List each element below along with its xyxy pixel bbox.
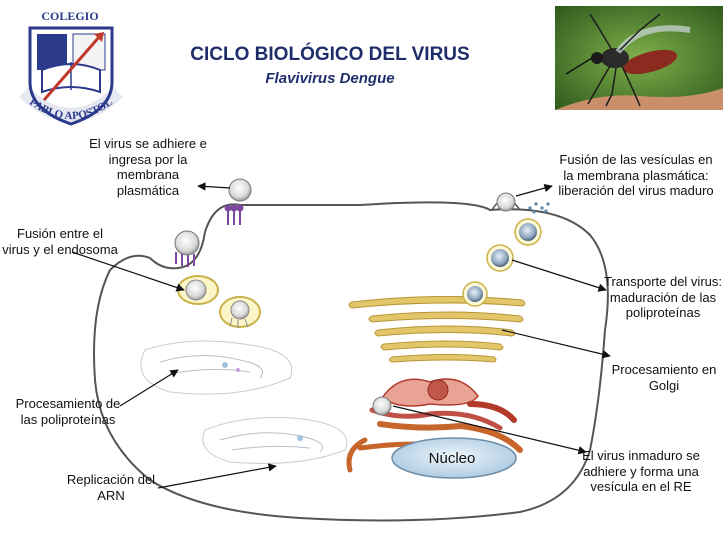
mature-virus-vesicles [462,192,550,307]
golgi-apparatus [348,295,526,363]
arrow-fusion-vesiculas [515,183,553,197]
page-subtitle: Flavivirus Dengue [265,70,395,87]
page-title: CICLO BIOLÓGICO DEL VIRUS [190,44,470,65]
label-replicacion: Replicación del ARN [66,472,156,503]
nucleus [391,437,517,479]
mosquito-photo [555,6,723,110]
logo-top-text: COLEGIO [41,9,98,23]
label-transporte: Transporte del virus: maduración de las … [603,274,722,320]
polyprotein-processing-sketch [140,340,292,395]
arrow-adhesion [197,182,231,191]
label-adhesion: El virus se adhiere e ingresa por la mem… [89,136,207,198]
virus-entry [174,178,252,267]
label-inmaduro: El virus inmaduro se adhiere y forma una… [582,448,700,494]
school-logo: COLEGIO [19,6,123,126]
nucleus-label: Núcleo [429,450,476,467]
arrow-inmaduro [392,405,587,455]
label-proc-golgi: Procesamiento en Golgi [611,362,717,393]
cell-membrane [93,201,609,522]
label-fusion-endosoma: Fusión entre el virus y el endosoma [2,226,118,257]
arrow-proc-golgi [501,329,611,359]
label-fusion-vesiculas: Fusión de las vesículas en la membrana p… [558,152,714,198]
arrow-replicacion [157,463,277,489]
arrow-fusion-endosoma [71,251,185,292]
label-proc-poliproteinas: Procesamiento de las poliproteínas [15,396,121,427]
rna-replication-sketch [202,417,348,464]
arrow-transporte [511,259,607,292]
arrow-proc-poliproteinas [119,369,179,407]
endosome [177,275,261,328]
